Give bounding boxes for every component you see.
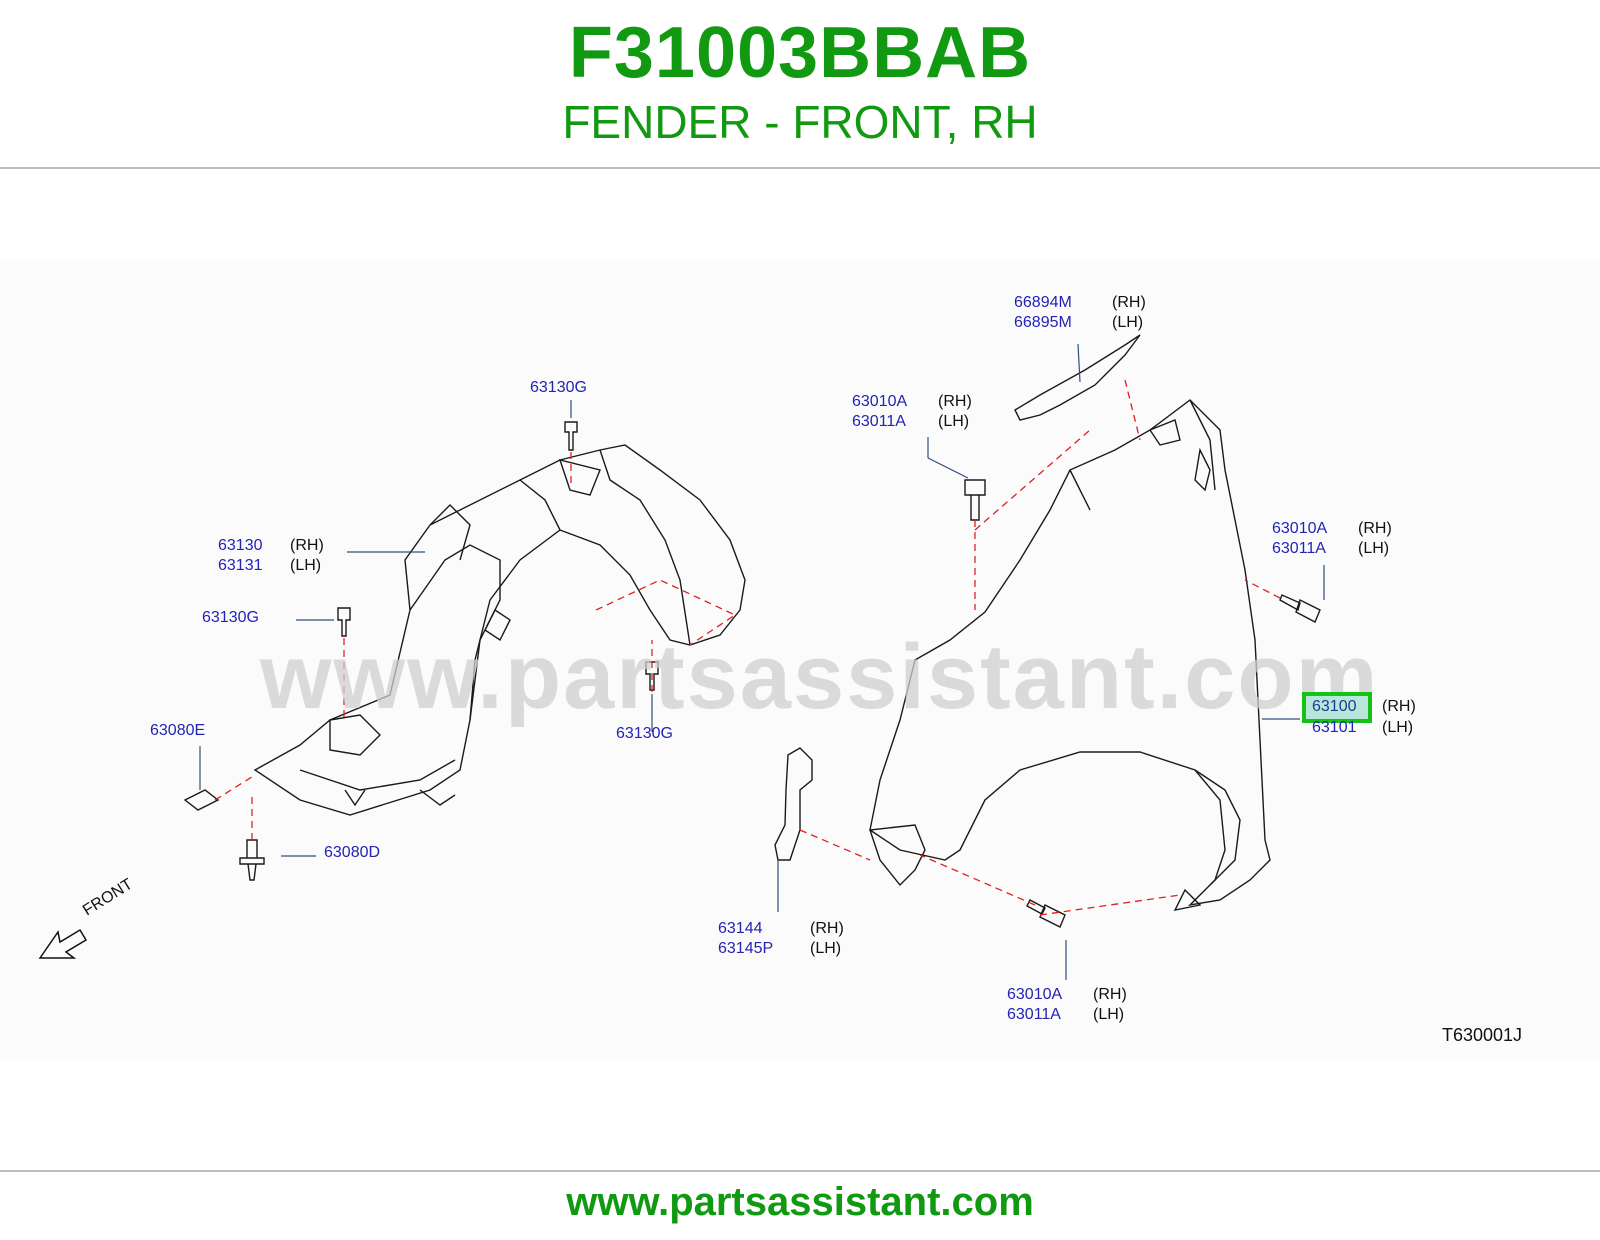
parts-diagram-area bbox=[0, 260, 1600, 1060]
callout-66895m[interactable]: 66895M bbox=[1014, 314, 1072, 331]
bolt-63010a-right bbox=[1279, 594, 1321, 623]
clip-63130g-mid bbox=[645, 661, 659, 691]
callout-63101-lh: (LH) bbox=[1382, 719, 1414, 736]
callout-63011a-bottom-lh: (LH) bbox=[1093, 1006, 1125, 1023]
callout-63011a-right-lh: (LH) bbox=[1358, 540, 1390, 557]
header-divider bbox=[0, 167, 1600, 169]
callout-63130g-mid[interactable]: 63130G bbox=[616, 725, 673, 742]
footer-website-link[interactable]: www.partsassistant.com bbox=[566, 1180, 1034, 1224]
molding-66894m bbox=[1014, 334, 1141, 421]
watermark-text: www.partsassistant.com bbox=[260, 626, 1380, 728]
screw-63080d bbox=[239, 839, 265, 881]
callout-63011a-top[interactable]: 63011A bbox=[852, 413, 906, 430]
front-arrow-icon bbox=[38, 928, 88, 959]
callout-66894m-rh: (RH) bbox=[1112, 294, 1146, 311]
callout-63130[interactable]: 63130 bbox=[218, 537, 263, 554]
page-header: F31003BBAB FENDER - FRONT, RH bbox=[0, 0, 1600, 168]
callout-63011a-bottom[interactable]: 63011A bbox=[1007, 1006, 1061, 1023]
callout-63010a-top[interactable]: 63010A bbox=[852, 393, 908, 410]
bolt-63010a-top bbox=[964, 479, 986, 521]
callout-63131[interactable]: 63131 bbox=[218, 557, 263, 574]
callout-63011a-top-lh: (LH) bbox=[938, 413, 970, 430]
callout-63100[interactable]: 63100 bbox=[1312, 698, 1357, 715]
clip-63130g-left bbox=[337, 607, 351, 637]
diagram-code: T630001J bbox=[1442, 1025, 1523, 1045]
callout-63130-rh: (RH) bbox=[290, 537, 324, 554]
callout-63145p-lh: (LH) bbox=[810, 940, 842, 957]
part-description: FENDER - FRONT, RH bbox=[562, 96, 1038, 148]
callout-63010a-bottom[interactable]: 63010A bbox=[1007, 986, 1063, 1003]
callout-63100-rh: (RH) bbox=[1382, 698, 1416, 715]
footer-divider bbox=[0, 1170, 1600, 1172]
nut-63080e bbox=[183, 789, 220, 811]
part-number-title: F31003BBAB bbox=[568, 13, 1032, 93]
callout-63131-lh: (LH) bbox=[290, 557, 322, 574]
bolt-63010a-bottom bbox=[1026, 899, 1066, 928]
callout-63010a-bottom-rh: (RH) bbox=[1093, 986, 1127, 1003]
callout-63145p[interactable]: 63145P bbox=[718, 940, 774, 957]
callout-66895m-lh: (LH) bbox=[1112, 314, 1144, 331]
callout-63010a-right[interactable]: 63010A bbox=[1272, 520, 1328, 537]
callout-66894m[interactable]: 66894M bbox=[1014, 294, 1072, 311]
callout-63130g-top[interactable]: 63130G bbox=[530, 379, 587, 396]
callout-63144-rh: (RH) bbox=[810, 920, 844, 937]
callout-63011a-right[interactable]: 63011A bbox=[1272, 540, 1326, 557]
callout-63010a-right-rh: (RH) bbox=[1358, 520, 1392, 537]
callout-63130g-left[interactable]: 63130G bbox=[202, 609, 259, 626]
callout-63101[interactable]: 63101 bbox=[1312, 719, 1357, 736]
callout-63080d[interactable]: 63080D bbox=[324, 844, 381, 861]
clip-63130g-top bbox=[564, 421, 578, 451]
assembly-lines bbox=[214, 379, 1281, 916]
fender-panel-outline bbox=[869, 399, 1271, 907]
callout-63080e[interactable]: 63080E bbox=[150, 722, 206, 739]
selected-part-highlight[interactable] bbox=[1302, 692, 1372, 723]
leader-lines bbox=[199, 343, 1325, 980]
callout-63144[interactable]: 63144 bbox=[718, 920, 763, 937]
callout-63010a-top-rh: (RH) bbox=[938, 393, 972, 410]
bracket-63144 bbox=[774, 747, 813, 861]
